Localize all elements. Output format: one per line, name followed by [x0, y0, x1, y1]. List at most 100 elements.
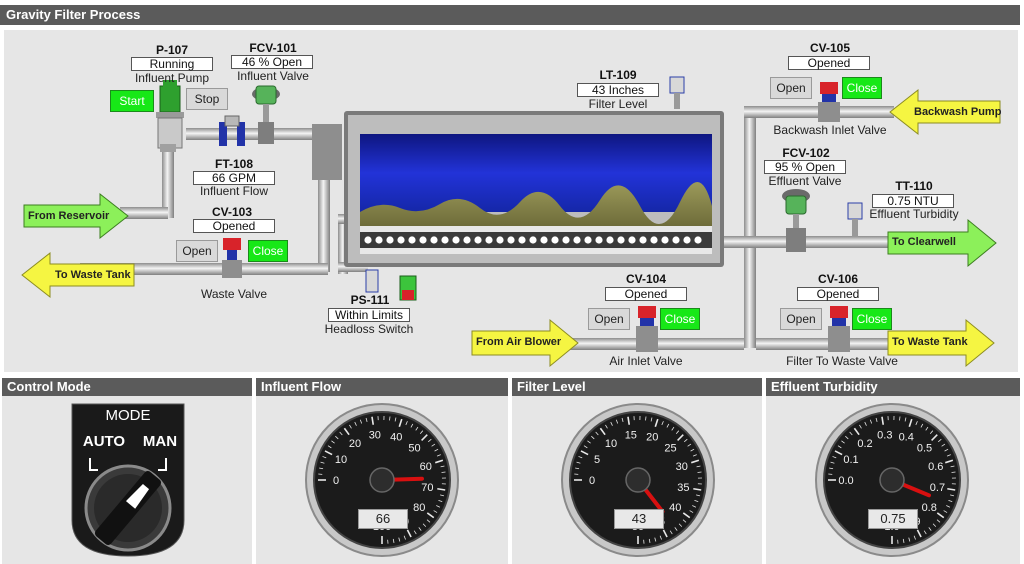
cv103-open-button[interactable]: Open — [176, 240, 218, 262]
gauge-minor-tick — [687, 443, 692, 447]
gauge-tick-label: 30 — [369, 430, 381, 442]
gauge-major-tick — [437, 487, 446, 491]
gauge-minor-tick — [441, 471, 446, 473]
gauge-tick-label: 0 — [333, 475, 339, 487]
cv105-close-button[interactable]: Close — [842, 77, 882, 99]
underdrain-hole — [584, 236, 592, 244]
gauge-major-tick — [691, 459, 700, 464]
underdrain-hole — [595, 236, 603, 244]
gauge-minor-tick — [946, 505, 951, 508]
tt110-desc: Effluent Turbidity — [869, 207, 959, 221]
gauge-minor-tick — [929, 430, 934, 435]
gauge-major-tick — [398, 418, 403, 427]
ps111-tag: PS-111 — [350, 293, 390, 307]
gauge-minor-tick — [403, 535, 406, 540]
label-from-reservoir: From Reservoir — [28, 210, 110, 222]
label-from-air-blower: From Air Blower — [476, 336, 562, 348]
gauge-minor-tick — [578, 456, 583, 459]
underdrain-hole — [617, 236, 625, 244]
gauge-minor-tick — [946, 454, 951, 457]
process-diagram — [21, 76, 1001, 368]
gauge-minor-tick — [937, 438, 942, 443]
underdrain-hole — [672, 236, 680, 244]
gauge-minor-tick — [864, 421, 867, 426]
gauge-minor-tick — [689, 510, 694, 513]
gauge-tick-label: 80 — [413, 502, 425, 514]
gauge-minor-tick — [648, 538, 651, 543]
gauge-major-tick — [853, 427, 860, 436]
fcv101-tag: FCV-101 — [249, 41, 297, 55]
ft108-tag: FT-108 — [214, 157, 253, 171]
cv104-tag: CV-104 — [625, 272, 667, 286]
gauge-minor-tick — [696, 465, 701, 468]
cv104-open-button[interactable]: Open — [588, 308, 630, 330]
ft108-desc: Influent Flow — [199, 184, 269, 198]
gauge-minor-tick — [943, 510, 948, 513]
gauge-tick-label: 0.1 — [843, 454, 858, 466]
underdrain-hole — [485, 236, 493, 244]
gauge-minor-tick — [944, 448, 949, 452]
arrow-backwash-pump — [889, 88, 1001, 136]
valve-fcv101 — [252, 85, 280, 144]
filter-level-title: Filter Level — [512, 378, 762, 396]
cv104-close-button[interactable]: Close — [660, 308, 700, 330]
gauge-minor-tick — [621, 417, 624, 422]
gauge-tick-label: 40 — [669, 502, 681, 514]
cv106-close-button[interactable]: Close — [852, 308, 892, 330]
arrow-from-air-blower — [471, 318, 579, 368]
underdrain-hole — [507, 236, 515, 244]
filter-level-gauge: 05101520253035404550 — [561, 403, 715, 557]
gauge-minor-tick — [595, 431, 599, 436]
gauge-tick-label: 40 — [390, 431, 402, 443]
underdrain-hole — [529, 236, 537, 244]
gauge-minor-tick — [845, 435, 849, 440]
gauge-minor-tick — [829, 467, 834, 470]
valve-cv106 — [828, 306, 850, 352]
gauge-minor-tick — [335, 435, 339, 440]
gauge-minor-tick — [837, 445, 842, 449]
turbidity-transmitter-tt110 — [847, 202, 863, 237]
gauge-minor-tick — [950, 494, 955, 497]
fcv102-status: 95 % Open — [764, 160, 846, 174]
auto-label: AUTO — [83, 433, 126, 450]
underdrain-hole — [419, 236, 427, 244]
gauge-tick-label: 0.3 — [877, 430, 892, 442]
underdrain-hole — [650, 236, 658, 244]
arrow-from-reservoir — [23, 192, 129, 240]
gauge-minor-tick — [436, 505, 441, 508]
gauge-minor-tick — [431, 443, 436, 447]
gauge-minor-tick — [433, 510, 438, 513]
fcv101-desc: Influent Valve — [237, 69, 309, 83]
gauge-minor-tick — [418, 527, 422, 531]
filter-level-readout: 43 — [614, 509, 664, 529]
p107-status: Running — [131, 57, 213, 71]
gauge-major-tick — [662, 529, 668, 538]
gauge-minor-tick — [951, 471, 956, 473]
fcv102-tag: FCV-102 — [782, 146, 830, 160]
gauge-major-tick — [931, 434, 938, 441]
ft108-status: 66 GPM — [193, 171, 275, 185]
cv103-close-button[interactable]: Close — [248, 240, 288, 262]
cv103-tag: CV-103 — [211, 205, 253, 219]
gauge-minor-tick — [661, 421, 664, 426]
label-backwash-pump: Backwash Pump — [914, 106, 1002, 118]
cv104-desc: Air Inlet Valve — [609, 354, 683, 368]
cv105-open-button[interactable]: Open — [770, 77, 812, 99]
gauge-tick-label: 70 — [421, 482, 433, 494]
gauge-tick-label: 0.6 — [928, 461, 943, 473]
valve-cv104 — [636, 306, 658, 352]
cv106-open-button[interactable]: Open — [780, 308, 822, 330]
p107-stop-button[interactable]: Stop — [186, 88, 228, 110]
gauge-minor-tick — [950, 465, 955, 468]
mode-selector-switch[interactable]: MODE AUTO MAN — [68, 400, 188, 560]
pump-p107 — [156, 80, 184, 152]
gauge-minor-tick — [908, 537, 911, 542]
gauge-major-tick — [421, 434, 428, 441]
cv103-status: Opened — [193, 219, 275, 233]
valve-cv103 — [222, 238, 242, 278]
gauge-tick-label: 0.4 — [899, 431, 914, 443]
gauge-tick-label: 30 — [676, 461, 688, 473]
p107-start-button[interactable]: Start — [110, 90, 154, 112]
gauge-minor-tick — [697, 471, 702, 473]
cv104-status: Opened — [605, 287, 687, 301]
